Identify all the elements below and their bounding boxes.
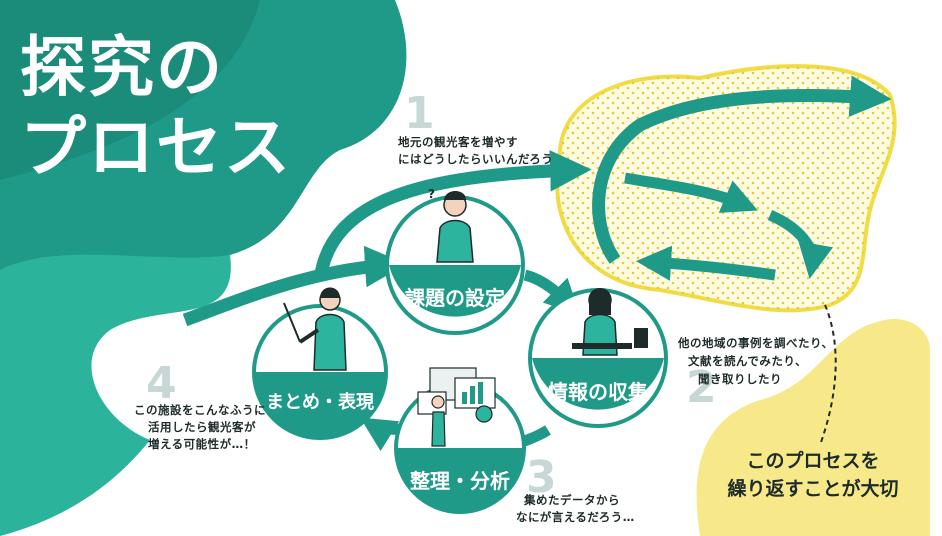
step-note-1: 地元の観光客を増やす にはどうしたらいいんだろう xyxy=(398,135,554,166)
arrow-spiral-back xyxy=(635,245,776,281)
svg-text:?: ? xyxy=(428,187,435,201)
teal-blob-light xyxy=(0,254,231,536)
dashed-connector xyxy=(819,304,837,446)
arrow-top-long xyxy=(313,150,592,281)
person-thinking-icon: ? xyxy=(428,187,474,263)
yellow-corner xyxy=(696,319,930,536)
key-message: このプロセスを 繰り返すことが大切 xyxy=(708,447,918,503)
step-number-4: 4 xyxy=(146,358,177,409)
step-number-2: 2 xyxy=(686,362,717,413)
step-label-4: まとめ・表現 xyxy=(266,392,374,413)
person-charts-icon xyxy=(417,367,496,447)
arrow-spiral-mid xyxy=(624,172,758,213)
key-message-line-2: 繰り返すことが大切 xyxy=(727,478,899,500)
title-line-2: プロセス xyxy=(20,109,292,186)
key-message-line-1: このプロセスを xyxy=(746,450,880,472)
title-line-1: 探究の xyxy=(20,29,224,106)
step-label-3: 整理・分析 xyxy=(410,469,510,493)
step-number-1: 1 xyxy=(404,88,435,139)
arrow-left-in xyxy=(182,245,407,327)
step-circle-2 xyxy=(528,288,668,428)
person-reading-icon xyxy=(572,288,648,356)
step-note-4: この施設をこんなふうに 活用したら観光客が 増える可能性が…！ xyxy=(134,403,266,451)
step-note-3: 集めたデータから なにが言えるだろう… xyxy=(516,493,635,524)
step-label-2: 情報の収集 xyxy=(548,380,648,404)
page-title: 探究の プロセス xyxy=(20,28,292,188)
step-number-3: 3 xyxy=(526,452,557,503)
step-circle-4 xyxy=(252,304,388,440)
step-note-2: 他の地域の事例を調べたり、 文献を読んでみたり、 聞き取りしたり xyxy=(678,336,834,386)
step-label-1: 課題の設定 xyxy=(405,286,505,310)
person-pointing-icon xyxy=(283,287,347,371)
step-circle-1 xyxy=(385,195,525,335)
arrow-spiral-big xyxy=(592,75,892,264)
